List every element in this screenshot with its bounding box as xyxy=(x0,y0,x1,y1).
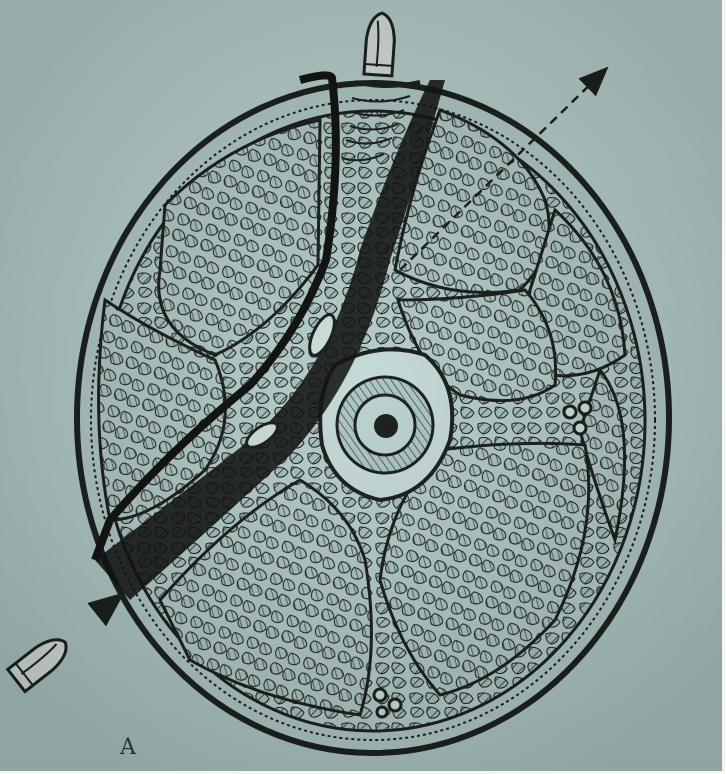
image-border xyxy=(722,0,726,774)
exit-bullet-icon xyxy=(364,12,396,76)
panel-label: A xyxy=(120,735,137,760)
entry-bullet-icon xyxy=(8,631,74,691)
